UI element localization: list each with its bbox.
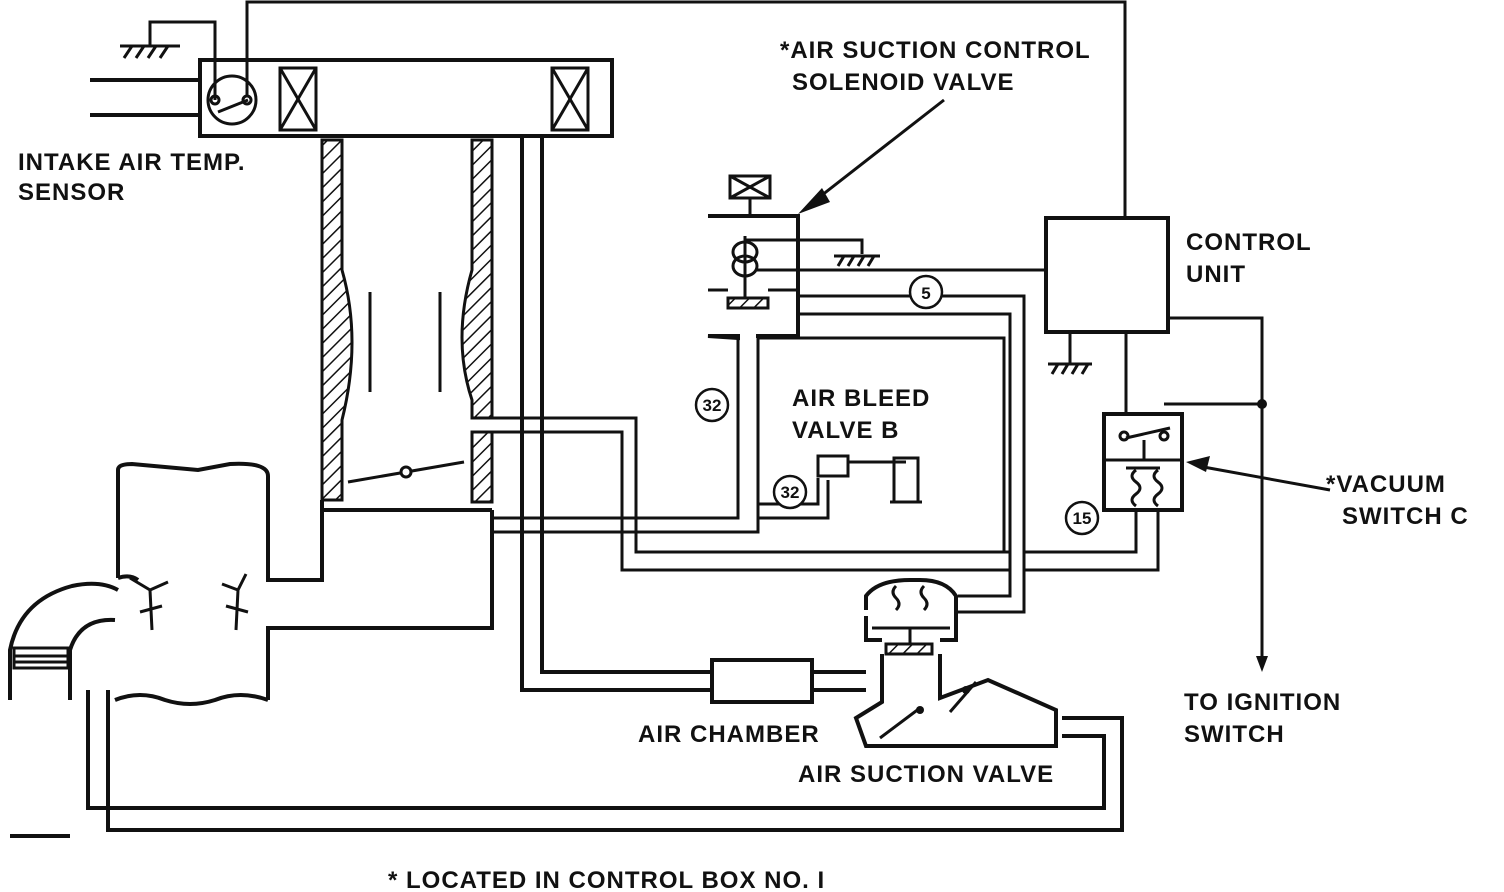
ground-symbol-sensor [120, 44, 180, 59]
vacuum-switch-c [1102, 399, 1268, 672]
hose-callout-15-text: 15 [1073, 509, 1092, 528]
intake-air-temp-sensor [148, 0, 1127, 218]
control-unit-label-line2: UNIT [1186, 261, 1246, 288]
hose-callout-32a-text: 32 [703, 396, 722, 415]
solenoid-label-line2: SOLENOID VALVE [792, 69, 1014, 96]
air-suction-control-solenoid-valve [707, 174, 1046, 341]
control-unit [1044, 216, 1264, 414]
vacuum-hose-15 [1024, 510, 1160, 572]
hose-callout-5: 5 [908, 274, 944, 310]
engine-block [8, 461, 494, 838]
footnote: * LOCATED IN CONTROL BOX NO. I [388, 867, 825, 892]
solenoid-label-line1: *AIR SUCTION CONTROL [780, 37, 1091, 64]
air-bleed-valve-b [816, 454, 922, 504]
solenoid-pointer-arrow [798, 98, 945, 214]
air-cleaner-housing [90, 58, 614, 138]
hose-callout-5-text: 5 [921, 284, 930, 303]
hose-callout-32b: 32 [772, 474, 808, 510]
vacuum-switch-label-line1: *VACUUM [1326, 471, 1446, 498]
air-chamber-label: AIR CHAMBER [638, 721, 820, 748]
ignition-label-line1: TO IGNITION [1184, 689, 1341, 716]
air-bleed-label-line1: AIR BLEED [792, 385, 930, 412]
air-bleed-label-line2: VALVE B [792, 417, 899, 444]
ignition-label-line2: SWITCH [1184, 721, 1285, 748]
intake-sensor-label-line1: INTAKE AIR TEMP. [18, 149, 246, 176]
vacuum-hose-5 [758, 294, 1026, 614]
hose-callout-15: 15 [1064, 500, 1100, 536]
air-suction-valve [853, 578, 1058, 748]
air-chamber [710, 658, 866, 704]
air-pipe-main [86, 136, 1124, 832]
carburetor-body [320, 138, 494, 512]
vacuum-switch-label-line2: SWITCH C [1342, 503, 1469, 530]
vacuum-switch-pointer-arrow [1186, 456, 1331, 492]
vacuum-hose-32 [492, 334, 1010, 572]
hose-callout-32a: 32 [694, 387, 730, 423]
intake-sensor-label-line2: SENSOR [18, 179, 125, 206]
air-suction-valve-label: AIR SUCTION VALVE [798, 761, 1054, 788]
hose-callout-32b-text: 32 [781, 483, 800, 502]
control-unit-label-line1: CONTROL [1186, 229, 1312, 256]
